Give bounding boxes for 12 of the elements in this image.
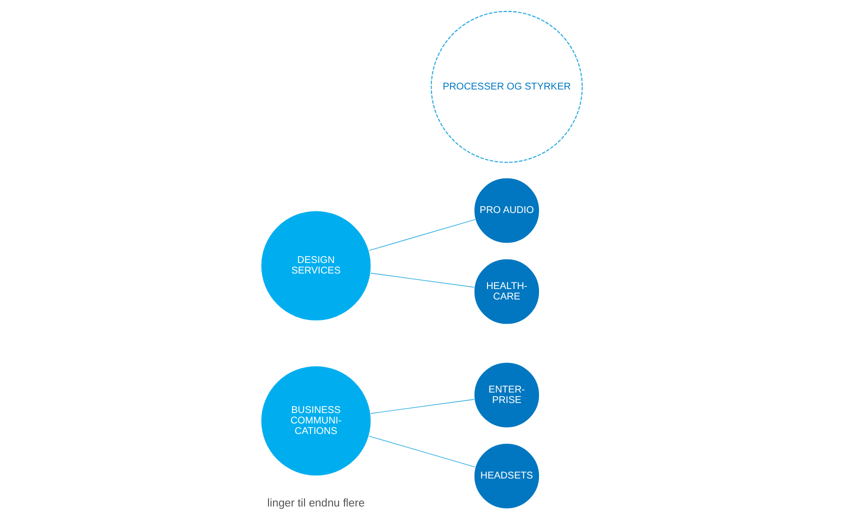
connector <box>370 399 475 414</box>
node-circle: BUSINESS COMMUNI- CATIONS <box>260 365 372 477</box>
node-circle: PRO AUDIO <box>473 177 540 244</box>
connector <box>370 272 475 288</box>
node-circle: HEALTH- CARE <box>473 258 540 325</box>
label: linger til endnu flere <box>267 498 365 510</box>
connector <box>368 436 476 468</box>
node-circle: HEADSETS <box>473 442 540 510</box>
node-circle: PROCESSER OG STYRKER <box>430 10 583 163</box>
node-circle: DESIGN SERVICES <box>260 210 372 322</box>
node-circle: ENTER- PRISE <box>473 362 540 428</box>
connector <box>368 219 476 251</box>
